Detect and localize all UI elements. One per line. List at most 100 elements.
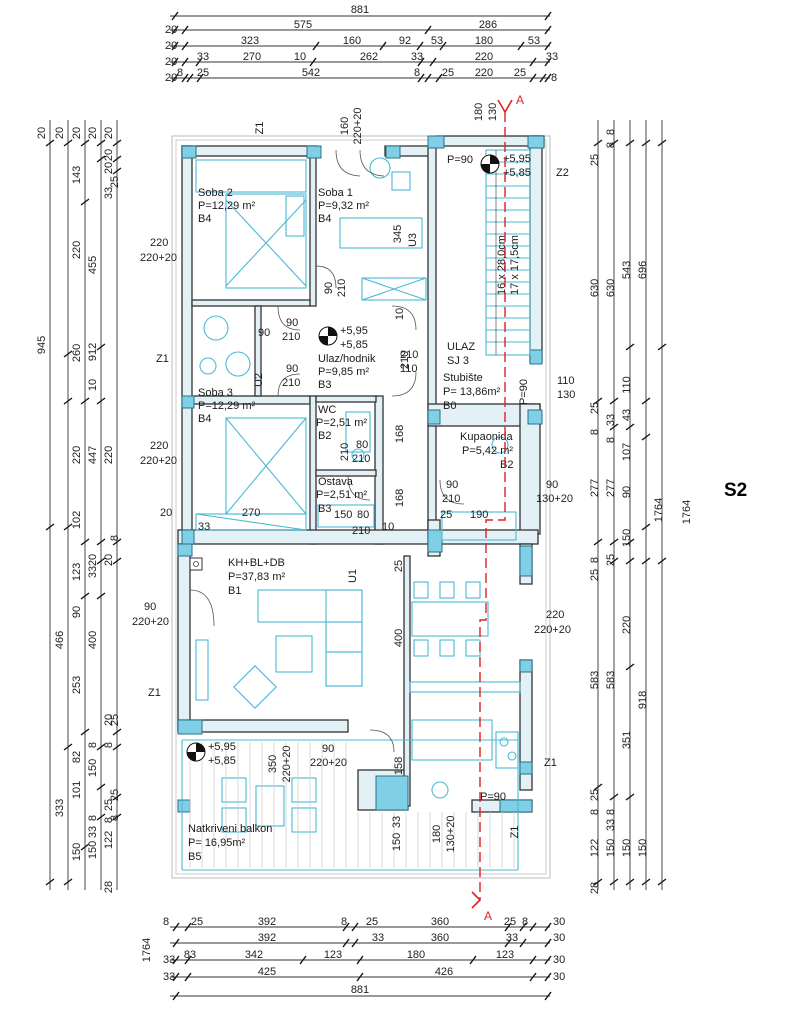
dim-label: 10 [394, 308, 406, 320]
right-dimension-chains: 543 696 1764 918 150 28 630 630 110 107 … [589, 120, 667, 894]
dim-label: 150 [87, 759, 99, 777]
dim-label: 360 [431, 932, 449, 944]
wall-tag: Z1 [156, 353, 169, 365]
dim-label: 8 [551, 72, 557, 84]
dim-label: 630 [605, 279, 617, 297]
dim-label: 1764 [653, 498, 665, 522]
dim-label: 83 [184, 949, 196, 961]
dim-label: 180 [473, 103, 485, 121]
dim-label: 180 [407, 949, 425, 961]
dim-label: 10 [382, 521, 394, 533]
room-code: B0 [443, 400, 456, 412]
dim-label: 20 [103, 554, 115, 566]
level-lower: +5,85 [208, 755, 236, 767]
dim-label: 8 [103, 817, 115, 823]
room-area: P= 13,86m² [443, 386, 501, 398]
parapet-label: P=90 [480, 791, 506, 803]
dim-label: 25 [440, 509, 452, 521]
wall-tag: Z1 [254, 122, 266, 135]
dim-label: 8 [103, 742, 115, 748]
dim-label: 30 [553, 916, 565, 928]
furniture [181, 149, 531, 871]
section-label-top: A [516, 93, 524, 107]
room-ulaz-hodnik: Ulaz/hodnik P=9,85 m² B3 [318, 353, 376, 391]
dim-label: 220 [621, 616, 633, 634]
dim-label: 110 [621, 376, 633, 394]
dim-label: 90 [621, 486, 633, 498]
room-area: P=5,42 m² [462, 445, 513, 457]
dim-label: 20 [103, 162, 115, 174]
dim-label: 25 [109, 789, 121, 801]
dim-label: 253 [71, 676, 83, 694]
dim-label: 33 [87, 826, 99, 838]
marker-square [189, 557, 203, 571]
dim-label: 82 [71, 751, 83, 763]
building-outline [171, 135, 551, 879]
dim-label: 150 [334, 509, 352, 521]
dim-top-total: 881 [351, 4, 369, 16]
room-wc: WC P=2,51 m² B2 [316, 404, 367, 442]
dim-label: 25 [605, 554, 617, 566]
dim-label: 583 [605, 671, 617, 689]
dim-label: 25 [109, 176, 121, 188]
dim-label: 220+20 [140, 455, 177, 467]
parapet-label: P=90 [447, 154, 473, 166]
section-label-bottom: A [484, 909, 492, 923]
dim-label: 286 [479, 19, 497, 31]
dim-label: 220 [475, 67, 493, 79]
dim-label: 123 [71, 563, 83, 581]
dim-label: 101 [71, 781, 83, 799]
stair-steps-b: 17 x 17,5cm [509, 235, 521, 295]
dim-label: 180 [475, 35, 493, 47]
room-name: Kupaonida [460, 431, 513, 443]
dim-label: 220+20 [352, 107, 364, 144]
dim-label: 8 [341, 916, 347, 928]
dim-label: 20 [165, 72, 177, 84]
dim-label: 130+20 [536, 493, 573, 505]
dim-label: 90 [322, 743, 334, 755]
stair-steps-a: 16 x 28,0cm [496, 235, 508, 295]
dim-label: 110 [400, 363, 418, 375]
dim-label: 455 [87, 256, 99, 274]
dim-label: 323 [241, 35, 259, 47]
dim-label: 80 [357, 509, 369, 521]
dim-label: 8 [605, 809, 617, 815]
stair-unit-label: SJ 3 [447, 355, 469, 367]
dim-label: 150 [621, 529, 633, 547]
room-name: WC [318, 404, 336, 416]
dim-label: 25 [589, 154, 601, 166]
room-code: B1 [228, 585, 241, 597]
room-code: B4 [198, 213, 211, 225]
level-lower: +5,85 [340, 339, 368, 351]
dim-label: 466 [54, 631, 66, 649]
dim-label: 130 [557, 389, 575, 401]
room-code: B3 [318, 503, 331, 515]
room-name: Natkriveni balkon [188, 823, 272, 835]
dim-label: 220 [150, 237, 168, 249]
dim-label: 90 [446, 479, 458, 491]
dim-label: 8 [414, 67, 420, 79]
room-area: P=9,85 m² [318, 366, 369, 378]
walls [177, 135, 545, 813]
level-marker: +5,95 +5,85 [480, 153, 531, 179]
dim-label: 351 [621, 731, 633, 749]
dim-label: 210 [336, 279, 348, 297]
columns [177, 135, 545, 813]
room-name: KH+BL+DB [228, 557, 285, 569]
dim-label: 150 [87, 841, 99, 859]
dim-label: 220 [103, 446, 115, 464]
dim-label: 25 [103, 799, 115, 811]
dim-label: 8 [522, 916, 528, 928]
room-name: Soba 1 [318, 187, 353, 199]
dim-label: 220+20 [140, 252, 177, 264]
dim-label: 190 [470, 509, 488, 521]
dim-label: 630 [589, 279, 601, 297]
dim-label: 8 [589, 429, 601, 435]
dim-label: 90 [144, 601, 156, 613]
dim-label: 277 [589, 479, 601, 497]
room-kh-bl-db: KH+BL+DB P=37,83 m² B1 [228, 557, 286, 597]
dim-label: 10 [294, 51, 306, 63]
dim-label: 400 [393, 629, 405, 647]
dim-label: 20 [36, 127, 48, 139]
wall-tag: Z1 [544, 757, 557, 769]
